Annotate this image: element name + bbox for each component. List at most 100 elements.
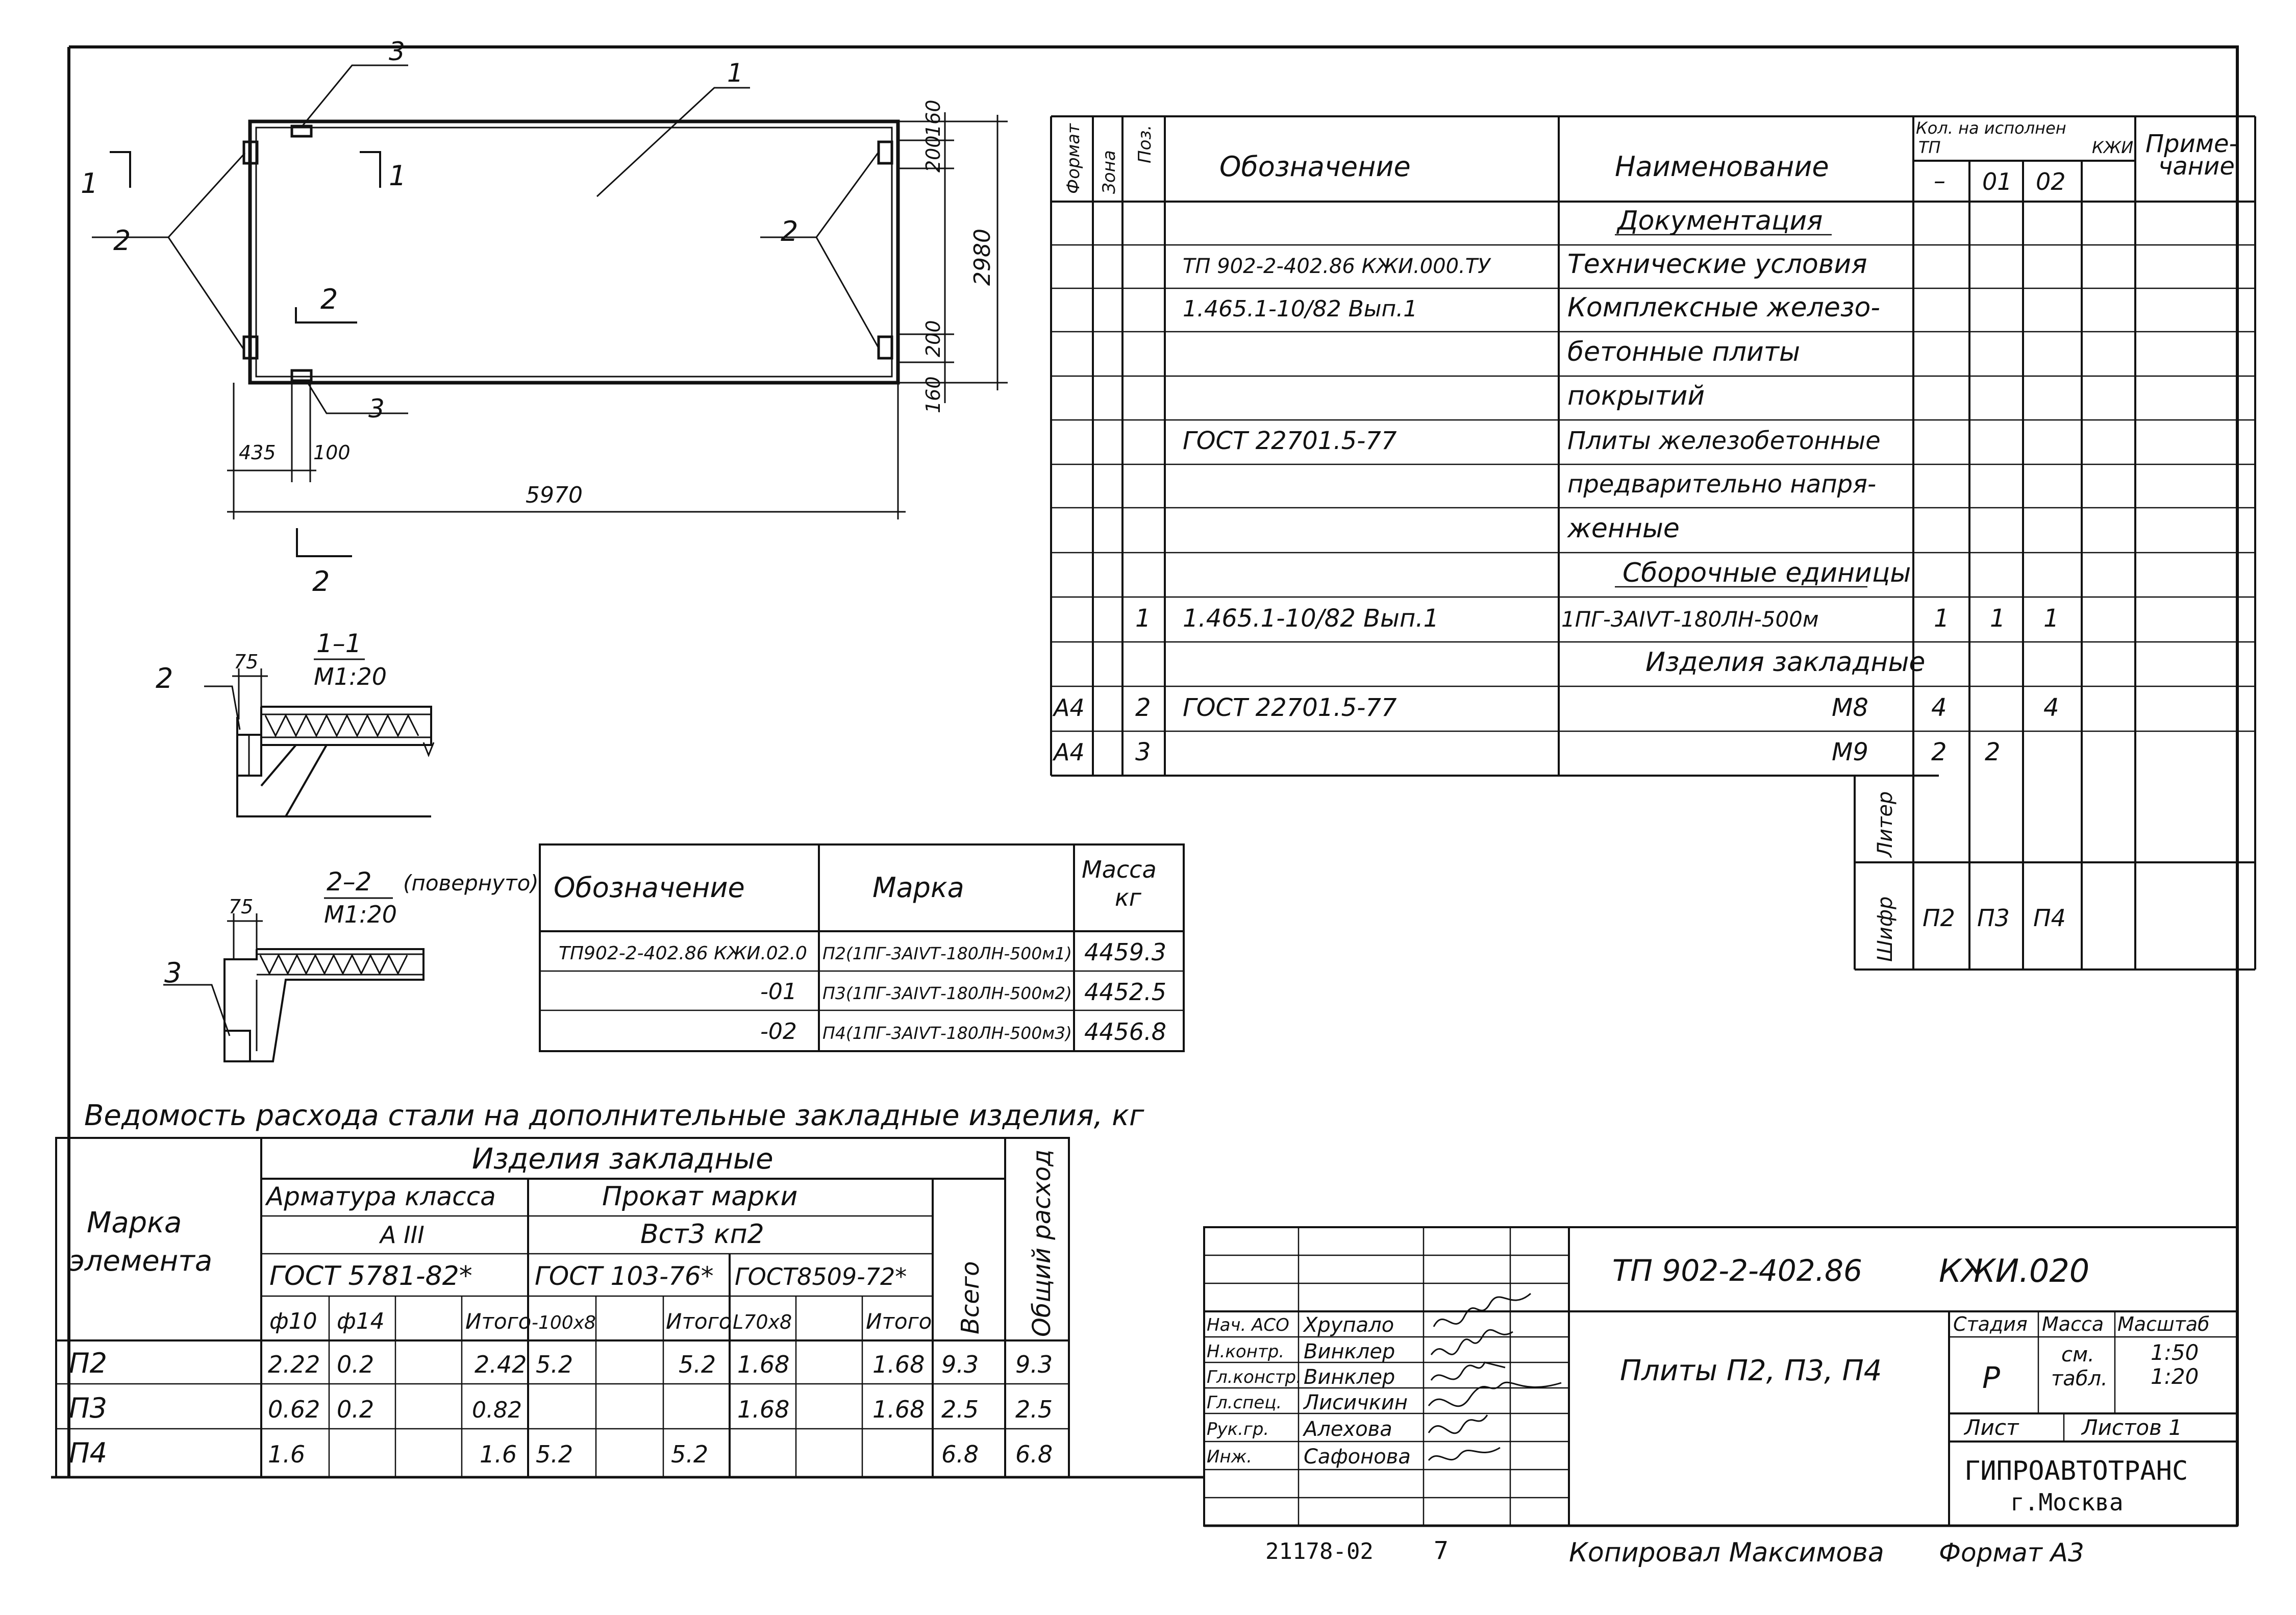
spec-row: А4 3 М9 2 2 — [1052, 738, 2001, 766]
spec-row: 1.465.1-10/82 Вып.1 Комплексные железо- — [1183, 292, 1880, 323]
spec-row-name: Документация — [1616, 206, 1823, 236]
steel-cell-total: 2.5 — [941, 1396, 979, 1423]
section-2-2: 2–2 (повернуто) М1:20 75 3 — [163, 867, 539, 1062]
steel-cell: 5.2 — [536, 1351, 573, 1378]
footer: 21178-02 7 Копировал Максимова Формат А3 — [1265, 1536, 2084, 1568]
steel-subheader-total-rebar: Итого — [465, 1309, 531, 1334]
mass-table: Обозначение Марка Масса кг ТП902-2-402.8… — [539, 843, 1185, 1052]
spec-row-qty-tp: 1 — [1934, 604, 1950, 633]
section-22-scale: М1:20 — [324, 901, 397, 928]
spec-row-format: А4 — [1052, 738, 1085, 766]
mass-row-mark: П4(1ПГ-3АIVТ-180ЛН-500м3) — [822, 1023, 1072, 1043]
title-sheets-label: Листов 1 — [2081, 1415, 2182, 1440]
title-mass-1: см. — [2061, 1343, 2094, 1366]
signature-role: Рук.гр. — [1207, 1419, 1269, 1439]
signature-scribbles — [1428, 1293, 1562, 1461]
signature-name: Винклер — [1304, 1340, 1395, 1363]
title-mass-2: табл. — [2051, 1367, 2108, 1390]
spec-row: Сборочные единицы — [1623, 558, 1911, 588]
embedded-item-top-right — [877, 140, 893, 165]
steel-header-rebar: Арматура класса — [265, 1182, 496, 1211]
cipher-value-p3: П3 — [1977, 904, 2010, 932]
embedded-item-bottom — [290, 369, 313, 382]
spec-row: покрытий — [1567, 381, 1705, 411]
spec-row-qty-01: 1 — [1990, 604, 2006, 633]
dim-overall-length: 5970 — [526, 482, 583, 508]
spec-row: ГОСТ 22701.5-77 Плиты железобетонные — [1183, 427, 1881, 455]
spec-row: бетонные плиты — [1567, 337, 1800, 367]
footer-sheet-no: 7 — [1434, 1536, 1449, 1565]
footer-format: Формат А3 — [1939, 1538, 2084, 1568]
liter-label: Литер — [1874, 791, 1897, 858]
steel-subheader-total-angle: Итого — [866, 1309, 932, 1334]
steel-table-title: Ведомость расхода стали на дополнительны… — [84, 1099, 1144, 1132]
steel-cell: 1.6 — [268, 1440, 305, 1468]
title-stage: Р — [1982, 1360, 2000, 1395]
signature-name: Алехова — [1302, 1418, 1392, 1441]
spec-header-kzhi: КЖИ — [2092, 138, 2133, 157]
section-1-1: 1–1 М1:20 75 2 — [156, 629, 435, 817]
title-header-mass: Масса — [2042, 1313, 2104, 1335]
signature-role: Гл.констр. — [1207, 1367, 1302, 1387]
title-code: ТП 902-2-402.86 — [1612, 1253, 1862, 1288]
dim-200-bottom: 200 — [922, 320, 944, 357]
steel-header-rolled: Прокат марки — [602, 1181, 797, 1212]
spec-row-pos: 1 — [1135, 604, 1151, 633]
steel-header-gost-1: ГОСТ 5781-82* — [269, 1261, 472, 1291]
dim-height: 2980 — [969, 229, 995, 286]
spec-row: А4 2 ГОСТ 22701.5-77 М8 4 4 — [1052, 693, 2059, 722]
section-11-dim: 75 — [234, 651, 258, 673]
steel-cell-overall: 9.3 — [1015, 1351, 1053, 1378]
mass-row-value: 4459.3 — [1084, 938, 1166, 966]
signature-name: Хрупало — [1303, 1313, 1394, 1337]
title-organization: ГИПРОАВТОТРАНС — [1964, 1456, 2188, 1486]
signature-row: Гл.констр. Винклер — [1207, 1365, 1395, 1389]
cipher-value-p4: П4 — [2033, 904, 2066, 932]
steel-row: П2 2.22 0.2 2.42 5.2 5.2 1.68 1.68 9.3 9… — [69, 1347, 1053, 1379]
spec-row: Изделия закладные — [1645, 647, 1925, 678]
steel-cell: 0.82 — [472, 1397, 522, 1423]
spec-row: ТП 902-2-402.86 КЖИ.000.ТУ Технические у… — [1183, 249, 1867, 280]
section-mark-1-right: 1 — [389, 160, 406, 192]
spec-row-name: М8 — [1832, 693, 1868, 722]
section-mark-2-top: 2 — [320, 283, 338, 315]
mass-row: -02 П4(1ПГ-3АIVТ-180ЛН-500м3) 4456.8 — [760, 1018, 1166, 1046]
signature-role: Нач. АСО — [1207, 1315, 1289, 1335]
sheet-frame — [51, 45, 2239, 1527]
embedded-item-bottom-left — [242, 335, 259, 360]
mass-row: ТП902-2-402.86 КЖИ.02.0 П2(1ПГ-3АIVТ-180… — [559, 938, 1166, 966]
spec-row-pos: 3 — [1135, 738, 1151, 766]
spec-row: Документация — [1616, 206, 1823, 236]
spec-header-note-2: чание — [2158, 152, 2235, 181]
dim-160-top: 160 — [922, 100, 944, 137]
spec-row-qty-01: 2 — [1985, 738, 2001, 766]
spec-header-dash: – — [1934, 167, 1945, 194]
mass-row-designation: -02 — [760, 1018, 797, 1045]
mass-row-mark: П2(1ПГ-3АIVТ-180ЛН-500м1) — [822, 943, 1072, 963]
steel-header-element-1: Марка — [87, 1206, 182, 1239]
steel-header-gost-3: ГОСТ8509-72* — [735, 1263, 907, 1290]
steel-subheader-angle: L70х8 — [733, 1311, 792, 1333]
title-sheet-label: Лист — [1963, 1415, 2019, 1440]
steel-cell: 1.68 — [737, 1396, 789, 1423]
spec-header-designation: Обозначение — [1219, 151, 1411, 183]
spec-row-designation: 1.465.1-10/82 Вып.1 — [1183, 296, 1417, 322]
steel-header-total: Всего — [956, 1261, 985, 1334]
title-scale-2: 1:20 — [2151, 1364, 2199, 1389]
steel-header-rebar-class: А III — [379, 1221, 425, 1249]
steel-cell: 1.6 — [480, 1440, 517, 1468]
mass-row-mark: П3(1ПГ-3АIVТ-180ЛН-500м2) — [822, 983, 1072, 1003]
steel-cell-overall: 2.5 — [1015, 1396, 1053, 1423]
signature-row: Рук.гр. Алехова — [1207, 1418, 1392, 1441]
spec-row-designation: ГОСТ 22701.5-77 — [1183, 427, 1397, 455]
dim-100: 100 — [313, 441, 351, 464]
section-11-title: 1–1 — [316, 629, 362, 658]
steel-header-items: Изделия закладные — [472, 1142, 773, 1176]
spec-row: предварительно напря- — [1567, 470, 1876, 499]
steel-header-rolled-grade: Вст3 кп2 — [640, 1219, 764, 1250]
spec-row-name: бетонные плиты — [1567, 337, 1800, 367]
steel-cell: 0.2 — [337, 1396, 374, 1423]
spec-row-designation: ГОСТ 22701.5-77 — [1183, 693, 1397, 722]
spec-header-tp: ТП — [1918, 138, 1941, 157]
